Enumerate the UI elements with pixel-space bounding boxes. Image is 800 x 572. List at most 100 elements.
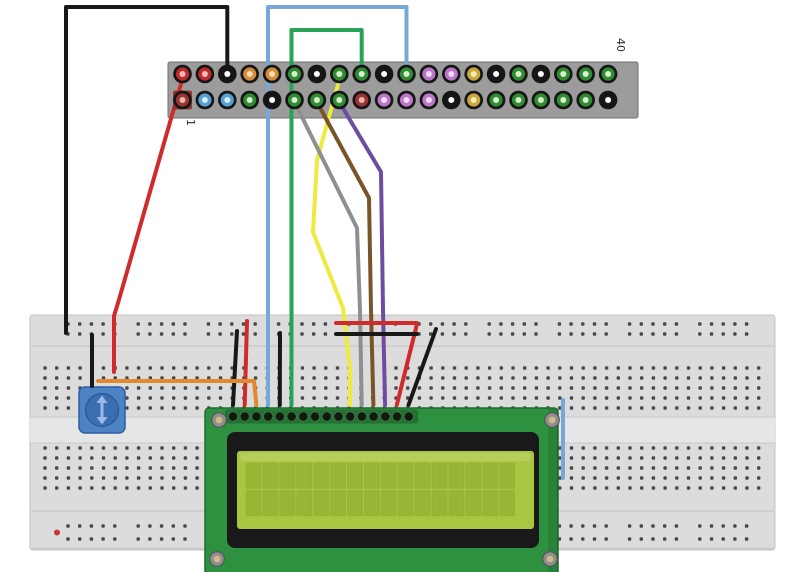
- gpio-pin-34[interactable]: [531, 64, 551, 84]
- breadboard-hole: [101, 322, 105, 326]
- gpio-pin-27[interactable]: [464, 90, 484, 110]
- wire-d6-gpio27-to-lcd13[interactable]: [314, 100, 376, 407]
- lcd-cell: [363, 490, 380, 517]
- gpio-pin-26[interactable]: [442, 64, 461, 84]
- wire-en-gpio24-to-lcd6[interactable]: [289, 28, 364, 407]
- lcd-pin-6[interactable]: [286, 411, 297, 422]
- lcd-pin-2[interactable]: [239, 411, 250, 422]
- wire-d5-gpio17-to-lcd12[interactable]: [292, 100, 364, 407]
- lcd-pin-9[interactable]: [321, 411, 332, 422]
- gpio-pin-37[interactable]: [576, 90, 595, 110]
- lcd-pin-4[interactable]: [263, 411, 274, 422]
- gpio-pin-23[interactable]: [419, 90, 439, 110]
- gpio-pin-38[interactable]: [576, 64, 595, 84]
- wire-5v-rail-to-lcd2[interactable]: [242, 319, 249, 407]
- gpio-pin-16[interactable]: [330, 64, 349, 84]
- gpio-pin-32[interactable]: [509, 64, 528, 84]
- breadboard-hole: [136, 466, 141, 470]
- lcd-pin-8[interactable]: [309, 411, 321, 422]
- gpio-pin-29[interactable]: [486, 90, 506, 110]
- breadboard-hole: [312, 386, 316, 390]
- gpio-pin-6[interactable]: [218, 64, 237, 84]
- wire-gnd-pin6-to-left-rail[interactable]: [64, 5, 230, 335]
- breadboard-hole: [394, 386, 398, 390]
- breadboard-hole: [101, 456, 106, 460]
- breadboard-hole: [663, 486, 667, 490]
- gpio-pin-4[interactable]: [195, 64, 215, 84]
- breadboard-hole: [136, 386, 141, 390]
- lcd-pin-16[interactable]: [403, 411, 414, 422]
- gpio-pin-25[interactable]: [442, 90, 461, 110]
- gpio-pin-22[interactable]: [397, 64, 416, 84]
- wire-d7-gpio22-to-lcd14[interactable]: [337, 100, 388, 407]
- lcd-pin-7[interactable]: [298, 411, 309, 422]
- breadboard-hole: [43, 376, 47, 380]
- wire-gnd-rail-to-lcd16-led[interactable]: [406, 327, 438, 407]
- gpio-pin-15[interactable]: [330, 90, 349, 110]
- gpio-pin-24[interactable]: [419, 64, 439, 84]
- breadboard-hole: [546, 366, 550, 370]
- gpio-pin-9[interactable]: [262, 90, 282, 110]
- breadboard-hole: [523, 386, 527, 390]
- breadboard-hole: [616, 486, 620, 490]
- gpio-pin-8[interactable]: [240, 64, 259, 84]
- gpio-pin-30[interactable]: [486, 64, 506, 84]
- breadboard-hole: [148, 396, 152, 400]
- gpio-pin-3[interactable]: [195, 90, 215, 110]
- gpio-pin-35[interactable]: [554, 90, 573, 110]
- lcd-pcb-edge-shadow: [548, 409, 558, 572]
- lcd-pin-12[interactable]: [356, 411, 368, 422]
- lcd-pin-3[interactable]: [251, 411, 262, 422]
- gpio-pin-1[interactable]: [173, 90, 192, 110]
- lcd-16x2-module[interactable]: [204, 407, 560, 572]
- gpio-pin-33[interactable]: [531, 90, 551, 110]
- gpio-pin-19[interactable]: [374, 90, 394, 110]
- wire-5v-pin2-to-poti-column[interactable]: [112, 75, 185, 374]
- breadboard-hole: [159, 322, 164, 326]
- lcd-pin-5[interactable]: [274, 411, 285, 422]
- breadboard-hole: [312, 322, 316, 326]
- breadboard-hole: [183, 486, 188, 490]
- gpio-pin-12[interactable]: [285, 64, 304, 84]
- breadboard-hole: [66, 456, 71, 460]
- breadboard-hole: [160, 386, 164, 390]
- potentiometer[interactable]: [78, 386, 126, 434]
- gpio-pin-31[interactable]: [509, 90, 528, 110]
- gpio-pin-20[interactable]: [374, 64, 394, 84]
- wire-contrast-poti-to-lcd3[interactable]: [96, 379, 259, 407]
- gpio-pin-14[interactable]: [307, 64, 327, 84]
- gpio-pin-21[interactable]: [397, 90, 416, 110]
- gpio-pin-18[interactable]: [352, 64, 372, 84]
- gpio-pin-39[interactable]: [598, 90, 618, 110]
- wire-gnd-rail-to-lcd1[interactable]: [231, 329, 239, 407]
- lcd-pin-1[interactable]: [227, 411, 239, 422]
- breadboard-hole: [230, 332, 234, 336]
- wire-rs-gpio25-to-lcd4[interactable]: [266, 5, 409, 407]
- breadboard-hole: [593, 386, 597, 390]
- gpio-pin-2[interactable]: [173, 64, 192, 84]
- gpio-pin-11[interactable]: [285, 90, 304, 110]
- breadboard-hole: [710, 376, 714, 380]
- breadboard-hole: [136, 322, 140, 326]
- gpio-pin-5[interactable]: [218, 90, 237, 110]
- lcd-pin-11[interactable]: [345, 411, 356, 422]
- gpio-pin-36[interactable]: [554, 64, 573, 84]
- gpio-pin-17[interactable]: [352, 90, 372, 110]
- breadboard-hole: [558, 396, 562, 400]
- wire-5v-rail-to-lcd15-led[interactable]: [394, 322, 419, 407]
- lcd-pin-14[interactable]: [380, 411, 391, 422]
- gpio-pin-10[interactable]: [262, 64, 282, 84]
- gpio-pin-28[interactable]: [464, 64, 484, 84]
- breadboard-hole: [523, 366, 527, 370]
- breadboard-hole: [628, 456, 632, 460]
- wire-d4-gpio23-to-lcd11[interactable]: [311, 78, 352, 407]
- gpio-pin-13[interactable]: [307, 90, 327, 110]
- lcd-pin-10[interactable]: [333, 411, 344, 422]
- gpio-pin-40[interactable]: [598, 64, 618, 84]
- breadboard-hole: [675, 486, 679, 490]
- breadboard-hole: [569, 524, 573, 528]
- breadboard-hole: [745, 366, 749, 370]
- gpio-pin-7[interactable]: [240, 90, 259, 110]
- lcd-pin-15[interactable]: [391, 411, 403, 422]
- lcd-pin-13[interactable]: [368, 411, 379, 422]
